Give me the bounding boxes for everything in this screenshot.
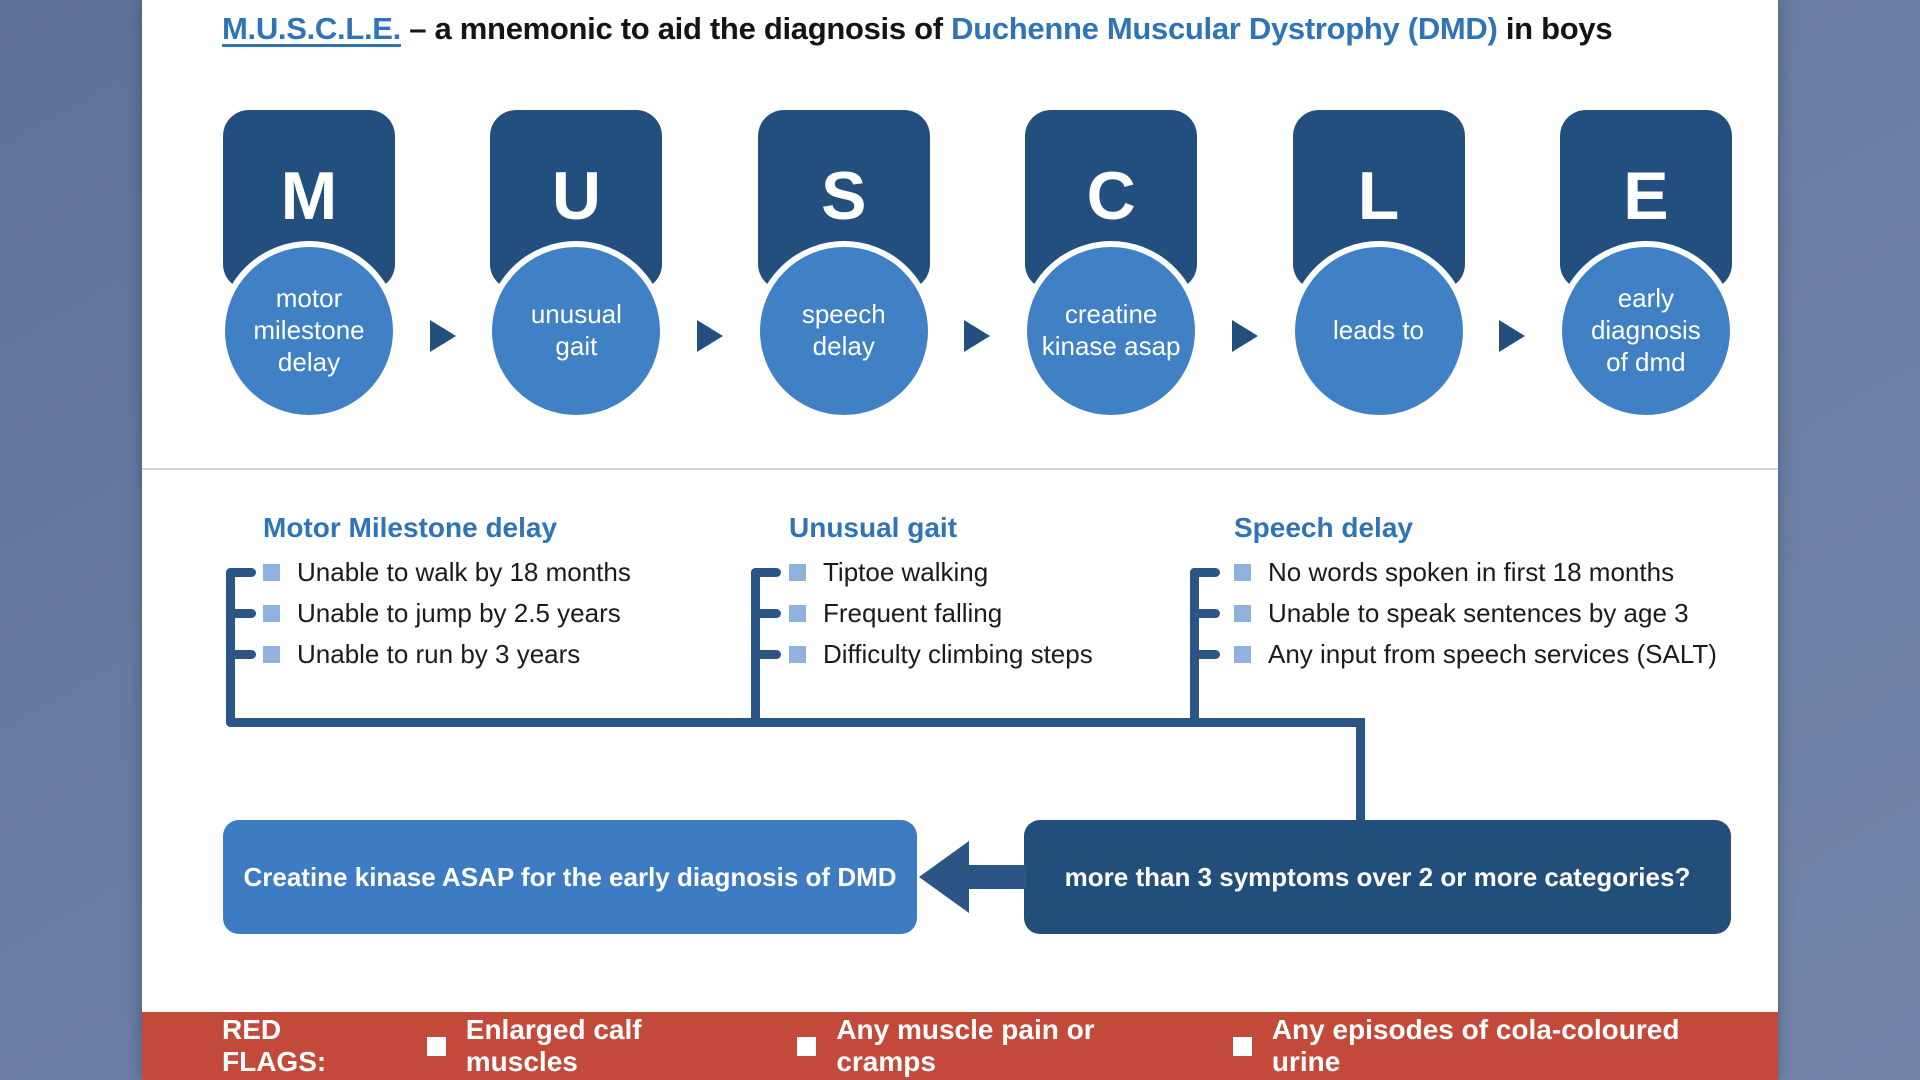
list-item-label: No words spoken in first 18 months [1268, 557, 1675, 587]
list-item: Unable to speak sentences by age 3 [1234, 593, 1717, 634]
phrase-circle: unusual gait [486, 241, 667, 421]
list-item-label: Unable to walk by 18 months [297, 557, 631, 587]
bullet-square-icon [1234, 564, 1251, 581]
list-item: Any input from speech services (SALT) [1234, 634, 1717, 675]
list-item: Unable to run by 3 years [263, 634, 631, 675]
bracket-tick [226, 650, 256, 659]
arrow-left-tail [967, 865, 1026, 889]
title-highlight: Duchenne Muscular Dystrophy (DMD) [951, 11, 1498, 46]
mnemonic-card-c: C creatine kinase asap [1021, 110, 1202, 428]
bullet-square-icon [426, 1036, 446, 1056]
bracket-tick [1190, 568, 1220, 577]
list-item-label: Any input from speech services (SALT) [1268, 639, 1717, 669]
bracket-tick [226, 568, 256, 577]
red-flag-label: Any episodes of cola-coloured urine [1271, 1014, 1680, 1077]
category-unusual-gait: Unusual gait Tiptoe walking Frequent fal… [789, 512, 1093, 675]
arrow-right-icon [1231, 320, 1258, 352]
infographic-slide: M.U.S.C.L.E. – a mnemonic to aid the dia… [142, 0, 1778, 1080]
red-flag-item: Enlarged calf muscles [426, 1014, 738, 1078]
bracket-tick [751, 609, 781, 618]
question-box: more than 3 symptoms over 2 or more cate… [1024, 820, 1731, 934]
mnemonic-card-m: M motor milestone delay [219, 110, 399, 428]
letter: E [1623, 158, 1669, 234]
phrase-circle: motor milestone delay [219, 241, 399, 421]
bracket-tick [226, 609, 256, 618]
red-flag-label: Any muscle pain or cramps [836, 1014, 1095, 1077]
arrow-right-icon [1499, 320, 1526, 352]
mnemonic-cards-row: M motor milestone delay U unusual gait S… [219, 110, 1736, 428]
arrow-left-icon [919, 841, 969, 913]
letter: U [551, 158, 601, 234]
mnemonic-card-l: L leads to [1288, 110, 1469, 428]
arrow-right-icon [964, 320, 991, 352]
title-suffix: in boys [1497, 11, 1613, 46]
category-speech-delay: Speech delay No words spoken in first 18… [1234, 512, 1717, 675]
category-motor-milestone-delay: Motor Milestone delay Unable to walk by … [263, 512, 631, 675]
phrase-circle: early diagnosis of dmd [1555, 241, 1736, 421]
letter: C [1086, 158, 1136, 234]
action-box: Creatine kinase ASAP for the early diagn… [223, 820, 917, 934]
red-flags-label: RED FLAGS: [222, 1014, 327, 1077]
connector-horizontal-line [226, 718, 1365, 727]
letter: M [280, 158, 338, 234]
list-item: No words spoken in first 18 months [1234, 552, 1717, 593]
bracket-tick [1190, 609, 1220, 618]
phrase-circle: creatine kinase asap [1021, 241, 1202, 421]
list-item: Unable to walk by 18 months [263, 552, 631, 593]
red-flags-bar: RED FLAGS: Enlarged calf muscles Any mus… [142, 1012, 1778, 1080]
section-divider [142, 468, 1778, 470]
red-flag-item: Any episodes of cola-coloured urine [1232, 1014, 1718, 1078]
bullet-square-icon [789, 646, 806, 663]
bullet-square-icon [1234, 605, 1251, 622]
bracket-line [226, 568, 235, 727]
mnemonic-card-u: U unusual gait [486, 110, 667, 428]
bullet-square-icon [1234, 646, 1251, 663]
title-middle: – a mnemonic to aid the diagnosis of [400, 11, 952, 46]
bracket-line [751, 568, 760, 727]
bullet-square-icon [263, 564, 280, 581]
bullet-square-icon [789, 605, 806, 622]
category-heading: Unusual gait [789, 512, 958, 543]
mnemonic-card-e: E early diagnosis of dmd [1555, 110, 1736, 428]
list-item-label: Unable to speak sentences by age 3 [1268, 598, 1689, 628]
bullet-square-icon [797, 1036, 817, 1056]
bracket-tick [751, 568, 781, 577]
bullet-square-icon [789, 564, 806, 581]
category-heading: Speech delay [1234, 512, 1413, 543]
red-flag-label: Enlarged calf muscles [465, 1014, 642, 1077]
list-item-label: Difficulty climbing steps [823, 639, 1093, 669]
list-item: Tiptoe walking [789, 552, 1093, 593]
connector-drop-line [1356, 718, 1365, 824]
list-item-label: Frequent falling [823, 598, 1003, 628]
letter: L [1357, 158, 1400, 234]
letter: S [821, 158, 867, 234]
bracket-line [1190, 568, 1199, 727]
list-item: Frequent falling [789, 593, 1093, 634]
list-item: Unable to jump by 2.5 years [263, 593, 631, 634]
bullet-square-icon [1232, 1036, 1252, 1056]
page-title: M.U.S.C.L.E. – a mnemonic to aid the dia… [222, 11, 1613, 47]
mnemonic-card-s: S speech delay [753, 110, 934, 428]
list-item-label: Unable to jump by 2.5 years [297, 598, 621, 628]
bracket-tick [1190, 650, 1220, 659]
bracket-tick [751, 650, 781, 659]
red-flag-item: Any muscle pain or cramps [797, 1014, 1173, 1078]
arrow-right-icon [429, 320, 456, 352]
arrow-right-icon [697, 320, 724, 352]
bullet-square-icon [263, 646, 280, 663]
bullet-square-icon [263, 605, 280, 622]
phrase-circle: speech delay [753, 241, 934, 421]
phrase-circle: leads to [1288, 241, 1469, 421]
list-item: Difficulty climbing steps [789, 634, 1093, 675]
list-item-label: Tiptoe walking [823, 557, 989, 587]
category-heading: Motor Milestone delay [263, 512, 558, 543]
title-mnemonic: M.U.S.C.L.E. [222, 11, 401, 46]
list-item-label: Unable to run by 3 years [297, 639, 581, 669]
